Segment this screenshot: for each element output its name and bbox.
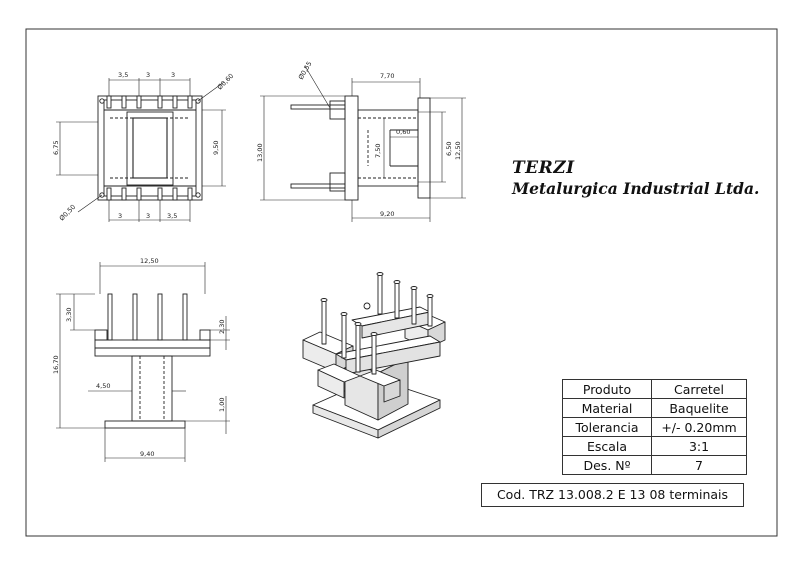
table-row: Produto Carretel <box>562 379 747 399</box>
title-block-table: Produto Carretel Material Baquelite Tole… <box>562 379 747 475</box>
dim-gap: 0,60 <box>396 128 410 136</box>
company-name: TERZI <box>512 158 575 178</box>
dim-top-3: 3 <box>171 71 175 79</box>
table-row: Des. Nº 7 <box>562 455 747 475</box>
dim-total-height: 13,00 <box>256 143 264 162</box>
row-key: Escala <box>562 436 652 456</box>
isometric-view <box>302 272 446 439</box>
dim-hole-bottom: Ø0,50 <box>58 203 78 223</box>
dim-slot-height: 6,50 <box>445 142 453 156</box>
dim-width-top: 7,70 <box>380 72 394 80</box>
table-row: Escala 3:1 <box>562 436 747 456</box>
side-view-labels: 7,70 Ø0,55 13,00 7,50 0,60 6,50 12,50 9,… <box>256 60 462 218</box>
dim-inner-height: 7,50 <box>374 144 382 158</box>
company-subtitle: Metalurgica Industrial Ltda. <box>512 179 760 198</box>
side-view <box>260 65 466 222</box>
dim-pin-height-right: 2,30 <box>218 320 226 334</box>
dim-top-1: 3,5 <box>118 71 128 79</box>
dim-top-2: 3 <box>146 71 150 79</box>
dim-right-height-side: 12,50 <box>454 141 462 160</box>
dim-pin-height: 3,30 <box>65 308 73 322</box>
row-key: Des. Nº <box>562 455 652 475</box>
dim-width-bottom: 9,20 <box>380 210 394 218</box>
dim-hole-top: Ø0,60 <box>216 72 236 92</box>
dim-bottom-2: 3 <box>146 212 150 220</box>
dim-flange-thickness: 1,00 <box>218 398 226 412</box>
row-key: Material <box>562 398 652 418</box>
row-key: Tolerancia <box>562 417 652 437</box>
dim-front-width: 12,50 <box>140 257 159 265</box>
dim-pin-hole: Ø0,55 <box>297 60 314 81</box>
dim-right-height: 9,50 <box>212 141 220 155</box>
table-row: Material Baquelite <box>562 398 747 418</box>
dim-bottom-3: 3,5 <box>167 212 177 220</box>
dim-left-height: 6,75 <box>52 141 60 155</box>
row-value: 7 <box>651 455 747 475</box>
top-view <box>56 78 226 222</box>
row-value: Carretel <box>651 379 747 399</box>
row-key: Produto <box>562 379 652 399</box>
part-code: Cod. TRZ 13.008.2 E 13 08 terminais <box>481 483 744 507</box>
company-block: TERZI Metalurgica Industrial Ltda. <box>512 158 759 198</box>
front-view-labels: 12,50 3,30 2,30 16,70 4,50 1,00 9,40 <box>52 257 226 458</box>
dim-core-width: 4,50 <box>96 382 110 390</box>
table-row: Tolerancia +/- 0.20mm <box>562 417 747 437</box>
dim-bottom-1: 3 <box>118 212 122 220</box>
front-view <box>56 262 230 462</box>
row-value: Baquelite <box>651 398 747 418</box>
row-value: +/- 0.20mm <box>651 417 747 437</box>
top-view-labels: 3,5 3 3 3 3 3,5 Ø0,60 Ø0,50 6,75 9,50 <box>52 71 235 222</box>
sheet-border <box>25 28 778 537</box>
dim-base-width: 9,40 <box>140 450 154 458</box>
row-value: 3:1 <box>651 436 747 456</box>
dim-front-total-height: 16,70 <box>52 355 60 374</box>
